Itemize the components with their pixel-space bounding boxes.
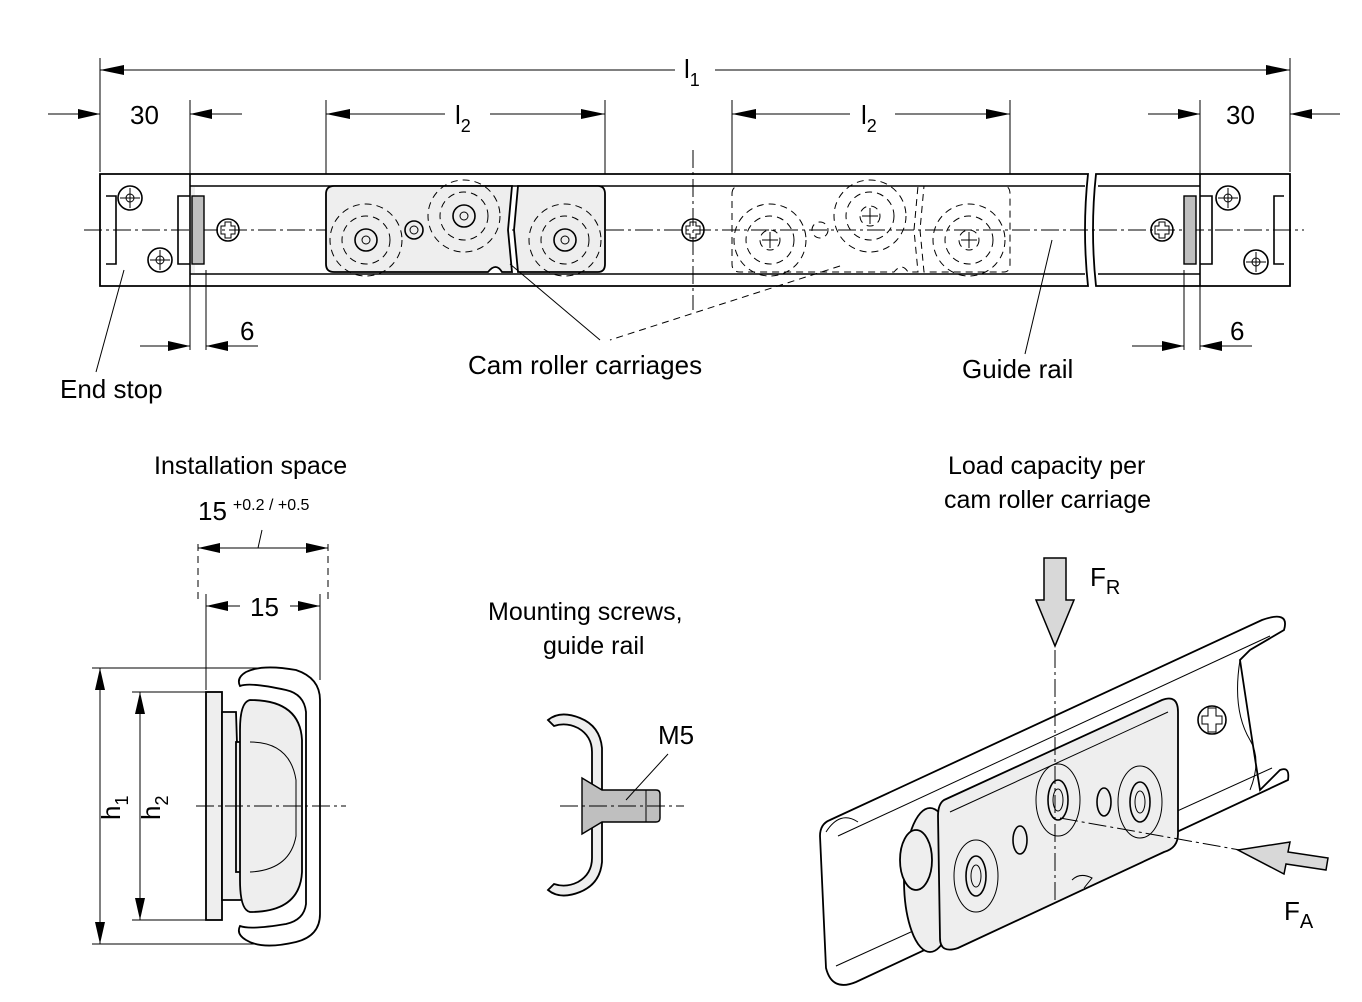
- h2-label: h2: [136, 796, 172, 820]
- installation-space-view: Installation space 15+0.2 / +0.5 15 h1 h…: [92, 452, 347, 947]
- installation-width-15: 15: [250, 592, 279, 622]
- guide-rail-label: Guide rail: [962, 354, 1073, 384]
- l1-label: l1: [684, 54, 700, 90]
- dim-30-left: 30: [130, 100, 159, 130]
- dim-30-right: 30: [1226, 100, 1255, 130]
- l2-right-label: l2: [861, 100, 877, 136]
- phillips-screw-icon: [1150, 218, 1174, 242]
- phillips-screw-icon: [216, 218, 240, 242]
- m5-label: M5: [658, 720, 694, 750]
- fa-arrow: [1235, 841, 1329, 876]
- installation-width-tolerance: 15+0.2 / +0.5: [198, 496, 310, 526]
- end-stop-label: End stop: [60, 374, 163, 404]
- end-stop-buffer-left: [191, 195, 205, 265]
- top-view: l1 30 30 l2 l2: [48, 54, 1340, 404]
- guide-rail-profile: [237, 666, 321, 947]
- fr-label: FR: [1090, 562, 1120, 599]
- guide-rail-section: [546, 713, 603, 897]
- end-stop-buffer-right: [1183, 195, 1197, 265]
- cam-roller-carriage-left: [325, 179, 606, 277]
- fr-arrow: [1034, 557, 1076, 648]
- l2-left-label: l2: [455, 100, 471, 136]
- installation-space-title: Installation space: [154, 452, 347, 480]
- load-capacity-title-line1: Load capacity per: [948, 452, 1145, 480]
- screw-icon: [1215, 185, 1241, 211]
- load-capacity-view: Load capacity per cam roller carriage FR: [819, 452, 1329, 986]
- load-capacity-title-line2: cam roller carriage: [944, 486, 1151, 514]
- screw-icon: [1243, 249, 1269, 275]
- cam-roller-carriages-label: Cam roller carriages: [468, 350, 702, 380]
- carriage-plate-3d: [937, 697, 1179, 951]
- mounting-screws-title-line2: guide rail: [543, 632, 644, 660]
- screw-icon: [117, 185, 143, 211]
- fa-label: FA: [1284, 896, 1314, 933]
- cam-roller-carriage-right: [731, 179, 1011, 277]
- h1-label: h1: [96, 796, 132, 820]
- screw-icon: [147, 247, 173, 273]
- dim-6-right: 6: [1230, 316, 1244, 346]
- mounting-screws-title-line1: Mounting screws,: [488, 598, 683, 626]
- mounting-screws-view: Mounting screws, guide rail M5: [488, 598, 694, 897]
- phillips-screw-icon: [681, 218, 705, 242]
- dim-6-left: 6: [240, 316, 254, 346]
